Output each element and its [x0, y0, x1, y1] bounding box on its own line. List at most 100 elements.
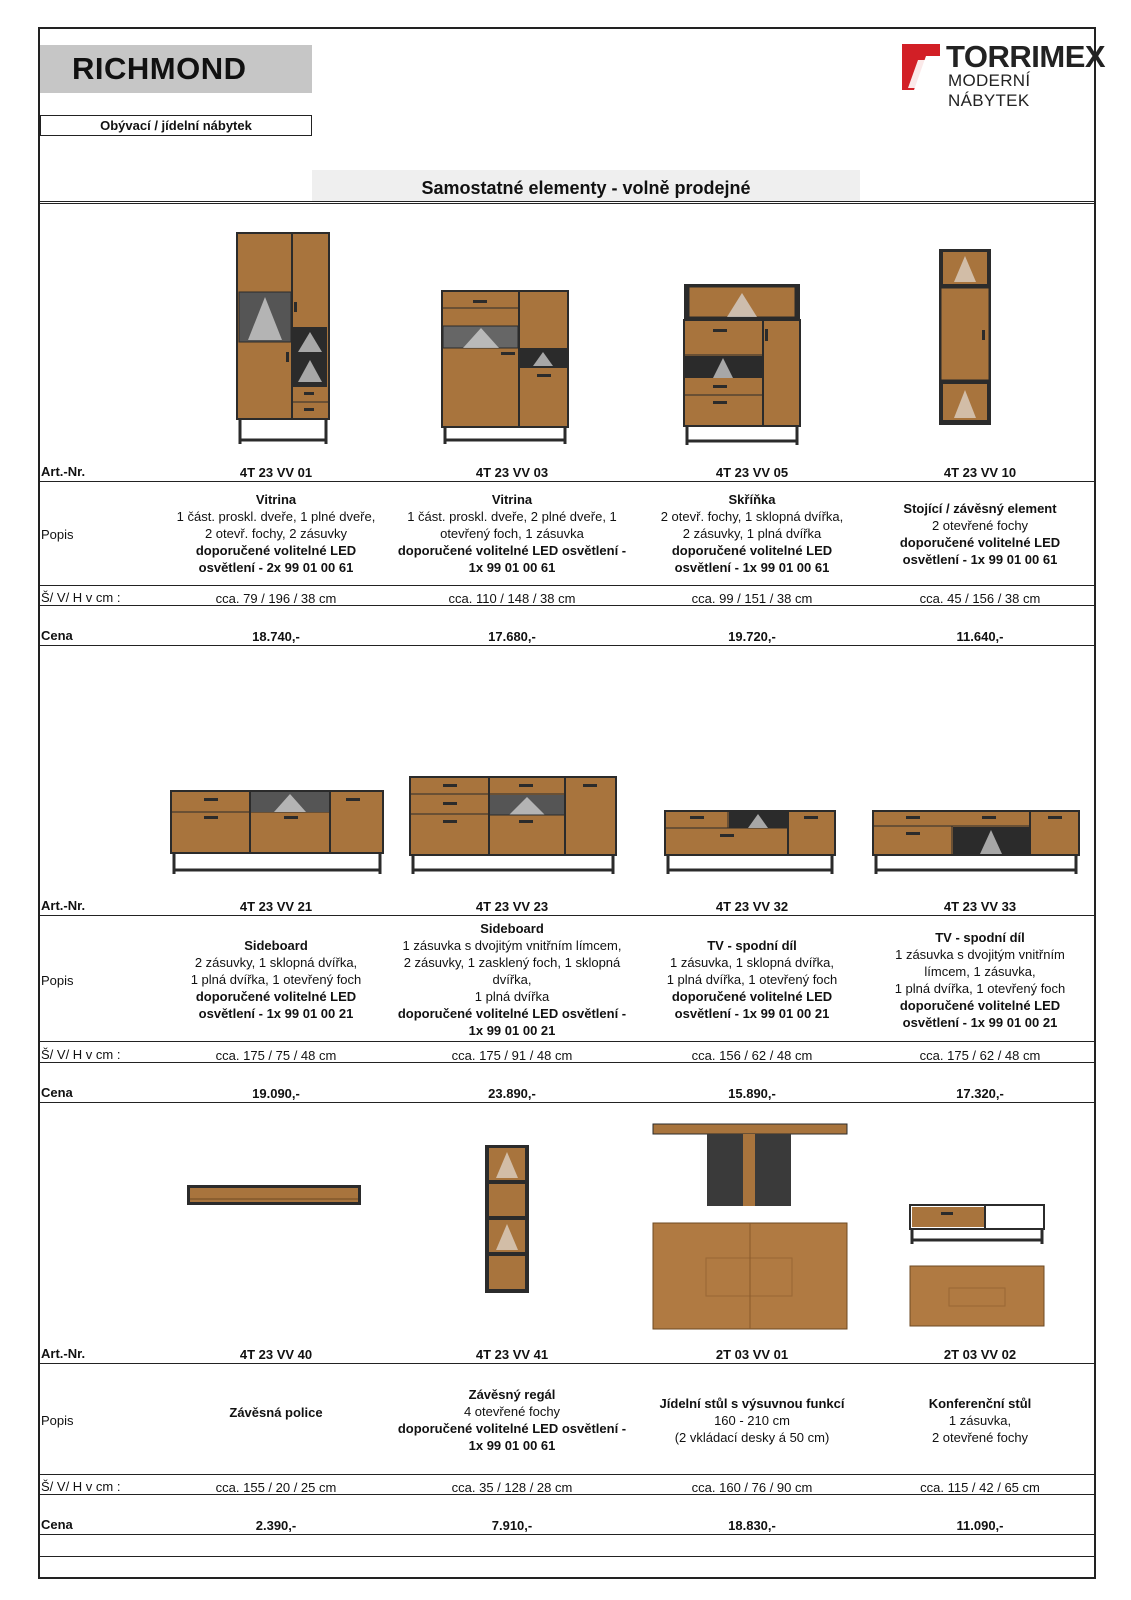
label-art-nr: Art.-Nr. — [41, 1346, 86, 1361]
brand-logo: TORRIMEX MODERNÍ NÁBYTEK — [900, 40, 1106, 110]
description-line: 1x 99 01 00 21 — [468, 1023, 556, 1038]
product-image-skrinka-05 — [683, 283, 801, 447]
description-line: Jídelní stůl s výsuvnou funkcí — [659, 1396, 845, 1411]
description-line: 2 zásuvky, 1 plná dvířka — [682, 526, 822, 541]
product-image-vitrina-03 — [441, 290, 569, 446]
description-line: osvětlení - 2x 99 01 00 61 — [198, 560, 354, 575]
label-dimensions: Š/ V/ H v cm : — [41, 590, 121, 605]
description-line: doporučené volitelné LED — [195, 989, 357, 1004]
description-line: otevřený foch, 1 zásuvka — [440, 526, 584, 541]
product-image-konferencni-02 — [909, 1204, 1045, 1328]
description-line: doporučené volitelné LED — [899, 998, 1061, 1013]
description: Závěsná police — [156, 1404, 396, 1421]
label-price: Cena — [41, 1517, 73, 1532]
price: 11.090,- — [956, 1518, 1004, 1533]
label-popis: Popis — [41, 973, 74, 988]
label-art-nr: Art.-Nr. — [41, 464, 86, 479]
price: 17.680,- — [488, 629, 536, 644]
description-line: Stojící / závěsný element — [903, 501, 1057, 516]
description-line: dvířka, — [492, 972, 532, 987]
description-line: 2 otevřené fochy — [931, 1430, 1029, 1445]
price: 17.320,- — [956, 1086, 1004, 1101]
price: 23.890,- — [488, 1086, 536, 1101]
description: Konferenční stůl 1 zásuvka, 2 otevřené foc… — [860, 1395, 1100, 1446]
art-number: 4T 23 VV 10 — [943, 465, 1017, 480]
price: 19.720,- — [728, 629, 776, 644]
price: 18.830,- — [728, 1518, 776, 1533]
description-line: 2 otevřené fochy — [931, 518, 1029, 533]
description-line: 160 - 210 cm — [714, 1413, 790, 1428]
description-line: osvětlení - 1x 99 01 00 21 — [198, 1006, 354, 1021]
description-line: Sideboard — [244, 938, 308, 953]
description-line: osvětlení - 1x 99 01 00 21 — [674, 1006, 830, 1021]
description-line: 4 otevřené fochy — [463, 1404, 561, 1419]
art-number: 4T 23 VV 01 — [239, 465, 313, 480]
dimensions: cca. 160 / 76 / 90 cm — [691, 1480, 813, 1495]
description-line: 1x 99 01 00 61 — [468, 1438, 556, 1453]
description-line: doporučené volitelné LED — [899, 535, 1061, 550]
description-line: Závěsná police — [229, 1405, 323, 1420]
description-line: Závěsný regál — [468, 1387, 556, 1402]
art-number: 4T 23 VV 03 — [475, 465, 549, 480]
product-image-element-10 — [938, 248, 992, 426]
description-line: 2 otevř. fochy, 2 zásuvky — [204, 526, 348, 541]
description-line: osvětlení - 1x 99 01 00 61 — [902, 552, 1058, 567]
art-number: 4T 23 VV 32 — [715, 899, 789, 914]
section-title: Samostatné elementy - volně prodejné — [312, 170, 860, 202]
torrimex-logo-icon — [902, 44, 940, 90]
description: TV - spodní díl 1 zásuvka, 1 sklopná dvíř… — [632, 937, 872, 1022]
label-price: Cena — [41, 1085, 73, 1100]
description: Vitrina 1 část. proskl. dveře, 1 plné dve… — [156, 491, 396, 576]
description-line: doporučené volitelné LED — [195, 543, 357, 558]
description-line: doporučené volitelné LED osvětlení - — [397, 1006, 627, 1021]
description-line: 1 zásuvka s dvojitým vnitřním límcem, — [402, 938, 622, 953]
art-number: 4T 23 VV 33 — [943, 899, 1017, 914]
art-number: 4T 23 VV 05 — [715, 465, 789, 480]
description-line: límcem, 1 zásuvka, — [924, 964, 1036, 979]
dimensions: cca. 115 / 42 / 65 cm — [920, 1480, 1040, 1495]
product-image-police-40 — [186, 1184, 362, 1206]
description: Stojící / závěsný element 2 otevřené foch… — [860, 500, 1100, 568]
price: 2.390,- — [255, 1518, 297, 1533]
product-image-tv-33 — [872, 810, 1080, 876]
price: 7.910,- — [491, 1518, 533, 1533]
dimensions: cca. 175 / 91 / 48 cm — [451, 1048, 573, 1063]
description-line: Vitrina — [255, 492, 297, 507]
page-frame — [38, 27, 1096, 1579]
collection-title: RICHMOND — [40, 45, 312, 93]
description-line: 1 plná dvířka, 1 otevřený foch — [666, 972, 838, 987]
description-line: TV - spodní díl — [707, 938, 797, 953]
product-image-stul-01 — [652, 1123, 848, 1333]
product-image-tv-32 — [664, 810, 836, 876]
label-price: Cena — [41, 628, 73, 643]
art-number: 4T 23 VV 23 — [475, 899, 549, 914]
description: TV - spodní díl 1 zásuvka s dvojitým vnit… — [860, 929, 1100, 1031]
description-line: TV - spodní díl — [935, 930, 1025, 945]
description-line: 1x 99 01 00 61 — [468, 560, 556, 575]
product-image-sideboard-23 — [409, 776, 617, 876]
logo-wordmark: TORRIMEX — [946, 39, 1106, 74]
dimensions: cca. 156 / 62 / 48 cm — [691, 1048, 813, 1063]
art-number: 2T 03 VV 01 — [715, 1347, 789, 1362]
description-line: doporučené volitelné LED — [671, 543, 833, 558]
description-line: 1 zásuvka, 1 sklopná dvířka, — [669, 955, 835, 970]
description-line: osvětlení - 1x 99 01 00 21 — [902, 1015, 1058, 1030]
dimensions: cca. 35 / 128 / 28 cm — [451, 1480, 573, 1495]
description-line: Konferenční stůl — [928, 1396, 1032, 1411]
description-line: 1 plná dvířka — [474, 989, 550, 1004]
description-line: 2 zásuvky, 1 sklopná dvířka, — [194, 955, 358, 970]
description-line: 2 zásuvky, 1 zasklený foch, 1 sklopná — [403, 955, 621, 970]
price: 19.090,- — [252, 1086, 300, 1101]
product-image-regal-41 — [484, 1144, 530, 1294]
description-line: (2 vkládací desky á 50 cm) — [674, 1430, 830, 1445]
description-line: 1 část. proskl. dveře, 1 plné dveře, — [176, 509, 376, 524]
description-line: 1 zásuvka s dvojitým vnitřním — [895, 947, 1065, 962]
description-line: Skříňka — [728, 492, 776, 507]
label-art-nr: Art.-Nr. — [41, 898, 86, 913]
description-line: 1 zásuvka, — [948, 1413, 1012, 1428]
dimensions: cca. 79 / 196 / 38 cm — [215, 591, 337, 606]
